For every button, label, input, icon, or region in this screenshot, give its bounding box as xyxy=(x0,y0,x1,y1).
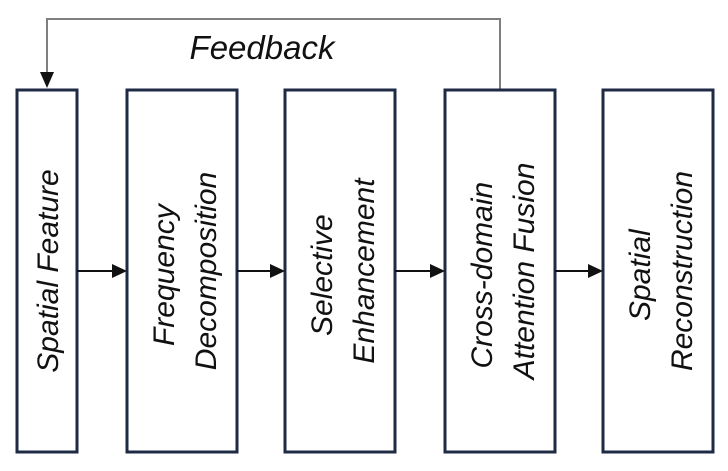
stage-label-line: Reconstruction xyxy=(666,171,699,371)
stage-box xyxy=(125,88,239,454)
connector-arrowhead xyxy=(430,264,445,278)
stage-label: Spatial Feature xyxy=(32,169,65,372)
feedback-label: Feedback xyxy=(190,29,336,66)
stage-frequency-decomposition: Frequency Decomposition xyxy=(125,88,239,454)
connector-arrowhead xyxy=(588,264,603,278)
connector-arrow xyxy=(555,264,603,278)
connector-arrowhead xyxy=(112,264,127,278)
stage-label-line: Frequency xyxy=(148,202,181,346)
stage-label: Cross-domain Attention Fusion xyxy=(466,163,541,382)
connector-arrow xyxy=(237,264,285,278)
stage-spatial-reconstruction: Spatial Reconstruction xyxy=(601,88,715,454)
stage-label-line: Spatial Feature xyxy=(32,169,65,372)
stage-spatial-feature: Spatial Feature xyxy=(15,88,79,454)
connector-arrow xyxy=(395,264,445,278)
stage-label-line: Spatial xyxy=(624,228,657,321)
connector-arrow xyxy=(77,264,127,278)
stage-box xyxy=(601,88,715,454)
stage-label: Spatial Reconstruction xyxy=(624,171,699,371)
stage-label-line: Cross-domain xyxy=(466,182,499,369)
stage-label-line: Enhancement xyxy=(348,177,381,364)
connector-arrowhead xyxy=(270,264,285,278)
stage-box xyxy=(283,88,397,454)
stage-cross-domain-attention-fusion: Cross-domain Attention Fusion xyxy=(443,88,557,454)
feedback-line xyxy=(46,18,501,90)
stage-label-line: Attention Fusion xyxy=(508,163,541,382)
stage-label: Frequency Decomposition xyxy=(148,172,223,370)
stage-label-line: Selective xyxy=(306,214,339,336)
stage-label: Selective Enhancement xyxy=(306,177,381,364)
feedback-arrowhead xyxy=(40,72,54,88)
stage-box xyxy=(443,88,557,454)
stage-selective-enhancement: Selective Enhancement xyxy=(283,88,397,454)
stage-label-line: Decomposition xyxy=(190,172,223,370)
